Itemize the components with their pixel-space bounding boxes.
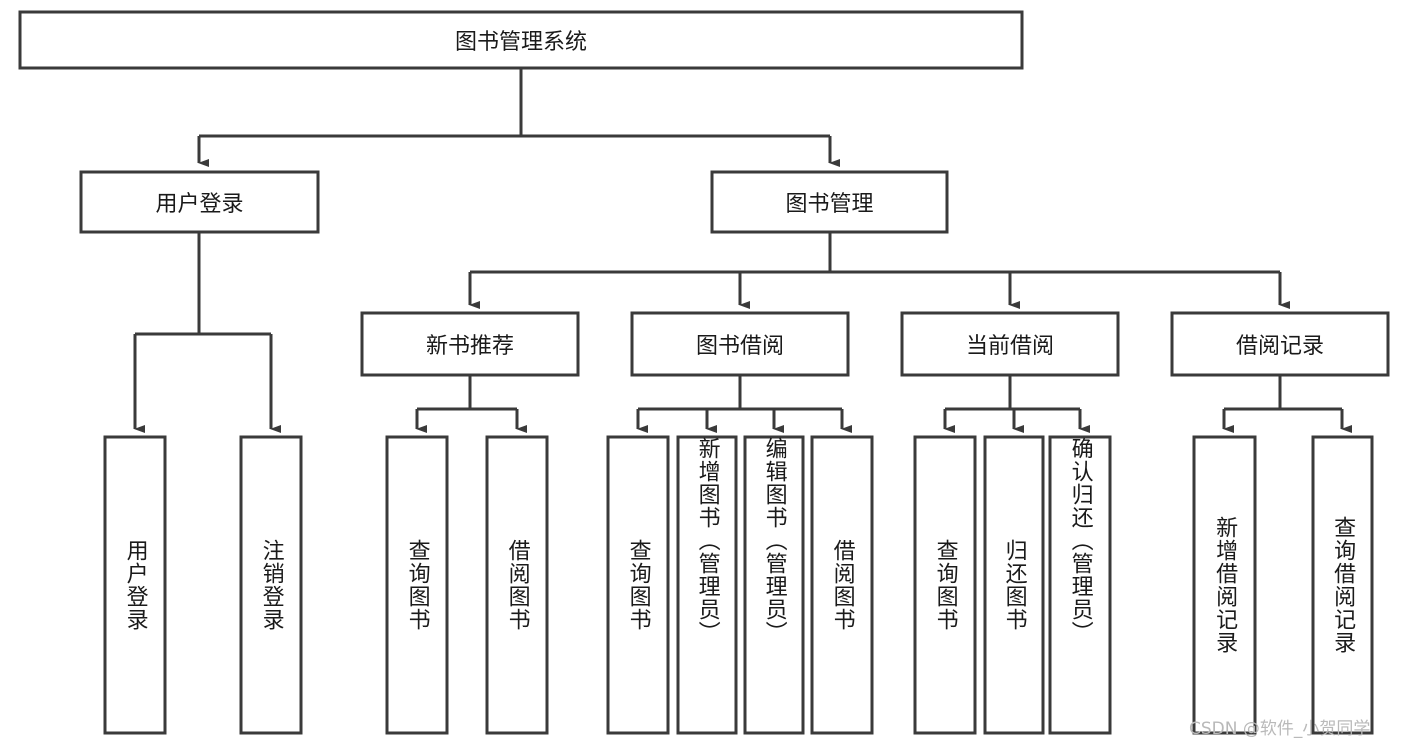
node-box-user-logout[interactable] xyxy=(239,435,303,735)
node-box-query-borrow-record[interactable] xyxy=(1311,435,1374,735)
nodes-layer xyxy=(18,10,1390,735)
node-box-add-book-admin[interactable] xyxy=(676,435,738,735)
node-box-return-book[interactable] xyxy=(983,435,1045,735)
node-box-user-login[interactable] xyxy=(79,170,320,234)
edges-layer xyxy=(133,68,1352,434)
node-box-query-book-2[interactable] xyxy=(606,435,670,735)
node-box-new-book-recommend[interactable] xyxy=(360,311,580,377)
node-box-current-borrow[interactable] xyxy=(900,311,1120,377)
node-box-borrow-book-1[interactable] xyxy=(485,435,549,735)
node-box-borrow-book-2[interactable] xyxy=(810,435,874,735)
node-box-query-book-1[interactable] xyxy=(385,435,449,735)
node-box-book-borrow[interactable] xyxy=(630,311,850,377)
node-box-add-borrow-record[interactable] xyxy=(1192,435,1257,735)
node-box-root[interactable] xyxy=(18,10,1024,70)
node-box-book-manage[interactable] xyxy=(710,170,949,234)
node-box-query-book-3[interactable] xyxy=(913,435,977,735)
node-box-edit-book-admin[interactable] xyxy=(743,435,805,735)
node-box-user-login-do[interactable] xyxy=(103,435,167,735)
node-box-borrow-record[interactable] xyxy=(1170,311,1390,377)
node-box-confirm-return-admin[interactable] xyxy=(1048,435,1112,735)
